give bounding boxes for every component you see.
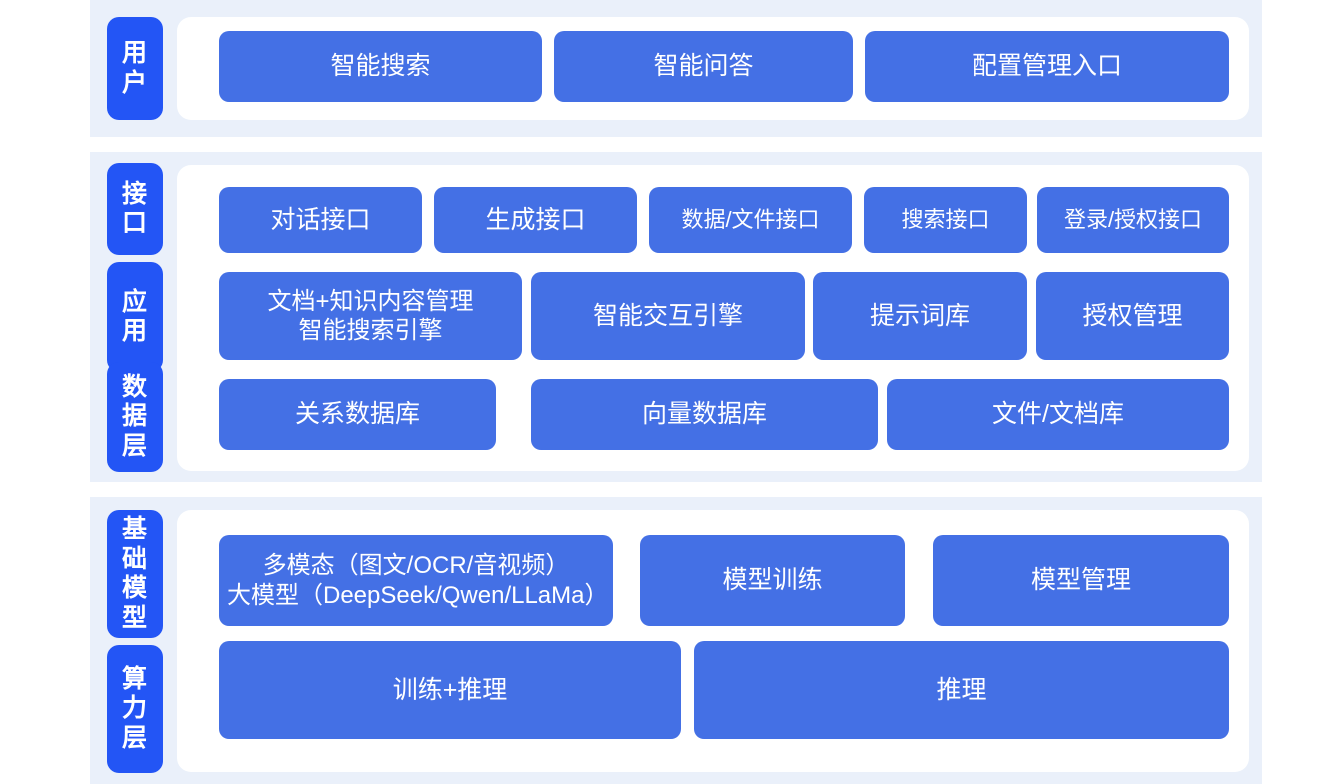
box-model-management-label: 模型管理 <box>1030 566 1131 595</box>
box-data-file-api[interactable]: 数据/文件接口 <box>649 187 852 253</box>
layer-tab-foundation-model-label: 基础模型 <box>122 515 149 632</box>
layer-tab-interface[interactable]: 接口 <box>107 163 163 255</box>
box-multimodal-large-model-label: 多模态（图文/OCR/音视频） 大模型（DeepSeek/Qwen/LLaMa） <box>227 552 609 609</box>
box-smart-qa[interactable]: 智能问答 <box>554 31 853 102</box>
box-relational-database[interactable]: 关系数据库 <box>219 379 496 450</box>
layer-tab-user-label: 用户 <box>122 39 149 97</box>
layer-tab-compute-label: 算力层 <box>122 664 149 752</box>
box-smart-interaction-engine-label: 智能交互引擎 <box>592 301 743 330</box>
box-training-inference[interactable]: 训练+推理 <box>219 641 681 739</box>
layer-tab-interface-label: 接口 <box>122 179 149 238</box>
box-login-auth-api[interactable]: 登录/授权接口 <box>1037 187 1229 253</box>
layer-tab-data-label: 数据层 <box>122 372 149 460</box>
box-search-api-label: 搜索接口 <box>901 206 990 232</box>
box-generation-api[interactable]: 生成接口 <box>434 187 637 253</box>
box-smart-qa-label: 智能问答 <box>653 52 754 81</box>
box-model-training[interactable]: 模型训练 <box>640 535 905 626</box>
box-training-inference-label: 训练+推理 <box>392 675 508 704</box>
box-authorization-management-label: 授权管理 <box>1082 301 1183 330</box>
box-file-document-repository-label: 文件/文档库 <box>992 400 1124 429</box>
box-file-document-repository[interactable]: 文件/文档库 <box>887 379 1229 450</box>
box-prompt-library[interactable]: 提示词库 <box>813 272 1027 360</box>
box-smart-interaction-engine[interactable]: 智能交互引擎 <box>531 272 805 360</box>
box-vector-database[interactable]: 向量数据库 <box>531 379 878 450</box>
layer-tab-application-label: 应用 <box>122 287 149 346</box>
box-prompt-library-label: 提示词库 <box>869 301 970 330</box>
layer-tab-data[interactable]: 数据层 <box>107 362 163 472</box>
box-config-management-entry[interactable]: 配置管理入口 <box>865 31 1229 102</box>
box-dialog-api-label: 对话接口 <box>270 205 371 234</box>
box-relational-database-label: 关系数据库 <box>294 400 420 429</box>
layer-tab-foundation-model[interactable]: 基础模型 <box>107 510 163 638</box>
box-login-auth-api-label: 登录/授权接口 <box>1063 206 1203 232</box>
box-model-training-label: 模型训练 <box>722 566 823 595</box>
layer-tab-application[interactable]: 应用 <box>107 262 163 372</box>
box-dialog-api[interactable]: 对话接口 <box>219 187 422 253</box>
box-multimodal-large-model[interactable]: 多模态（图文/OCR/音视频） 大模型（DeepSeek/Qwen/LLaMa） <box>219 535 613 626</box>
box-model-management[interactable]: 模型管理 <box>933 535 1229 626</box>
box-smart-search[interactable]: 智能搜索 <box>219 31 542 102</box>
box-vector-database-label: 向量数据库 <box>641 400 767 429</box>
layer-tab-compute[interactable]: 算力层 <box>107 645 163 773</box>
box-document-knowledge-management-label: 文档+知识内容管理 智能搜索引擎 <box>267 287 474 344</box>
box-inference[interactable]: 推理 <box>694 641 1229 739</box>
box-smart-search-label: 智能搜索 <box>330 52 431 81</box>
box-generation-api-label: 生成接口 <box>485 205 586 234</box>
box-search-api[interactable]: 搜索接口 <box>864 187 1027 253</box>
box-config-management-entry-label: 配置管理入口 <box>971 52 1122 81</box>
box-inference-label: 推理 <box>936 675 987 704</box>
layer-tab-user[interactable]: 用户 <box>107 17 163 120</box>
box-authorization-management[interactable]: 授权管理 <box>1036 272 1229 360</box>
box-data-file-api-label: 数据/文件接口 <box>681 206 820 232</box>
box-document-knowledge-management[interactable]: 文档+知识内容管理 智能搜索引擎 <box>219 272 522 360</box>
